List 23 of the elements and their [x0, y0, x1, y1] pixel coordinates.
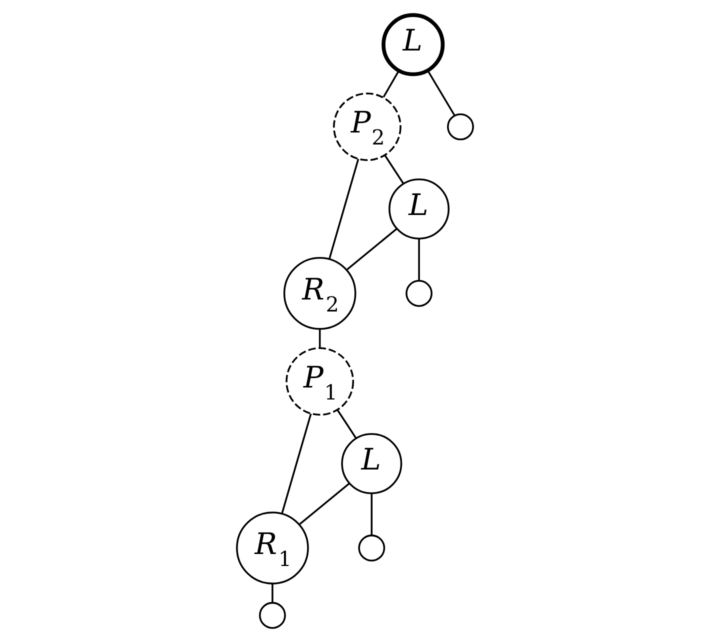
connector	[318, 329, 320, 348]
node-circle: R$_{2}$	[282, 256, 356, 330]
node-circle	[405, 280, 432, 307]
connector	[280, 413, 312, 514]
node-circle	[446, 113, 474, 140]
node-circle: L	[381, 13, 444, 76]
connector	[346, 228, 397, 270]
node-circle: P$_{2}$	[332, 92, 401, 161]
connector	[336, 410, 356, 439]
connector	[418, 238, 420, 281]
connector	[384, 155, 404, 184]
connector	[370, 494, 372, 536]
connector	[328, 158, 359, 260]
node-circle: L	[340, 433, 402, 494]
node-circle: R$_{1}$	[236, 512, 308, 584]
node-circle: P$_{1}$	[285, 347, 354, 416]
node-circle	[258, 602, 286, 629]
connector	[298, 482, 350, 525]
node-circle: L	[388, 178, 450, 240]
connector	[382, 70, 400, 98]
connector	[426, 70, 455, 116]
node-circle	[358, 534, 385, 562]
connector	[271, 584, 273, 602]
